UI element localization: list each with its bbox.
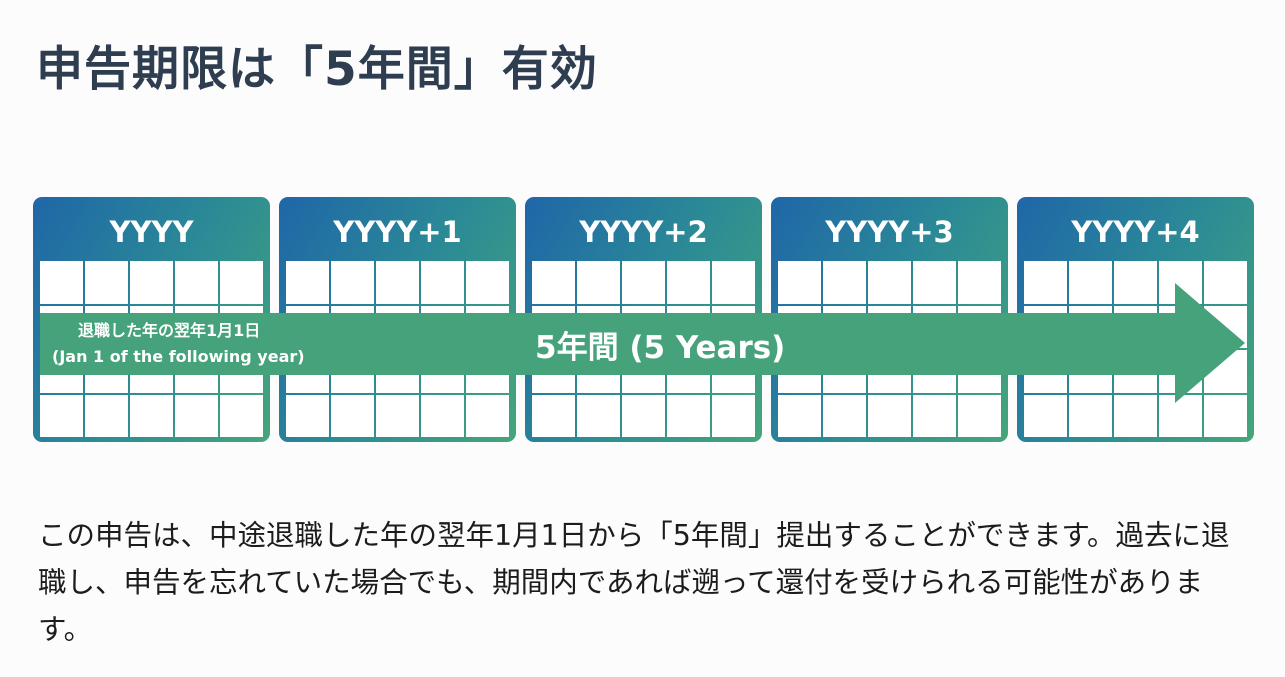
calendar-cell	[532, 394, 575, 437]
calendar-cell	[1069, 261, 1112, 304]
calendar-cell	[421, 261, 464, 304]
timeline-arrow-head-icon	[1175, 283, 1245, 403]
calendar-cell	[823, 261, 866, 304]
calendar-cell	[421, 394, 464, 437]
calendar-cell	[1024, 394, 1067, 437]
calendar-cell	[667, 394, 710, 437]
calendar-cell	[466, 394, 509, 437]
calendar-cell	[175, 394, 218, 437]
calendar-cell	[577, 261, 620, 304]
timeline-arrow-shaft	[40, 313, 1176, 375]
calendar-cell	[868, 394, 911, 437]
calendar-cell	[622, 261, 665, 304]
calendar-cell	[1024, 261, 1067, 304]
calendar-cell	[376, 394, 419, 437]
calendar-cell	[778, 394, 821, 437]
calendar-cell	[286, 394, 329, 437]
calendar-cell	[331, 261, 374, 304]
calendar-cell	[913, 394, 956, 437]
description-text: この申告は、中途退職した年の翌年1月1日から「5年間」提出することができます。過…	[38, 519, 1230, 646]
calendar-year-label: YYYY+1	[333, 215, 462, 249]
calendar-cell	[712, 394, 755, 437]
calendar-cell	[85, 394, 128, 437]
calendar-cell	[712, 261, 755, 304]
duration-label: 5年間 (5 Years)	[535, 330, 786, 366]
calendar-cell	[532, 261, 575, 304]
calendar-cell	[130, 261, 173, 304]
calendar-year-label: YYYY+2	[579, 215, 708, 249]
calendar-cell	[1069, 394, 1112, 437]
calendar-cell	[958, 394, 1001, 437]
calendar-cell	[577, 394, 620, 437]
calendar-cell	[85, 261, 128, 304]
calendar-cell	[1114, 261, 1157, 304]
start-date-label: 退職した年の翌年1月1日 (Jan 1 of the following yea…	[52, 318, 305, 370]
calendar-year-label: YYYY+4	[1071, 215, 1200, 249]
start-date-label-en: (Jan 1 of the following year)	[52, 347, 305, 366]
calendar-cell	[376, 261, 419, 304]
calendar-cell	[175, 261, 218, 304]
calendar-cell	[40, 394, 83, 437]
calendar-cell	[1114, 394, 1157, 437]
calendar-year-label: YYYY	[109, 215, 194, 249]
calendar-cell	[823, 394, 866, 437]
calendar-cell	[913, 261, 956, 304]
calendar-cell	[130, 394, 173, 437]
calendar-cell	[286, 261, 329, 304]
calendar-cell	[220, 394, 263, 437]
calendar-cell	[667, 261, 710, 304]
page-title: 申告期限は「5年間」有効	[36, 42, 598, 97]
calendar-cell	[622, 394, 665, 437]
calendar-cell	[40, 261, 83, 304]
calendar-cell	[220, 261, 263, 304]
calendar-cell	[778, 261, 821, 304]
calendar-cell	[331, 394, 374, 437]
calendar-year-label: YYYY+3	[825, 215, 954, 249]
calendar-cell	[958, 261, 1001, 304]
start-date-label-ja: 退職した年の翌年1月1日	[78, 321, 261, 340]
calendar-cell	[868, 261, 911, 304]
calendar-cell	[466, 261, 509, 304]
